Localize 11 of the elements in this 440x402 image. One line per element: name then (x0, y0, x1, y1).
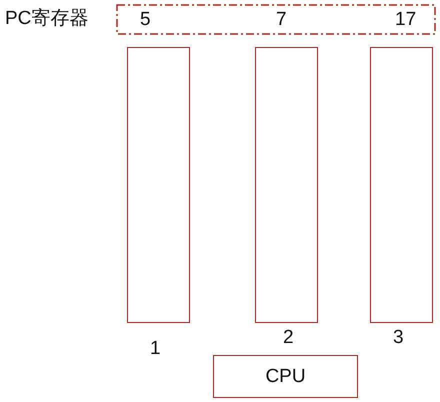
register-value: 7 (276, 9, 287, 31)
register-value: 17 (395, 9, 416, 31)
memory-bar (370, 47, 433, 323)
memory-bar (255, 47, 318, 323)
cpu-box: CPU (213, 355, 358, 398)
bar-number: 1 (150, 338, 161, 360)
bar-number: 3 (393, 327, 404, 349)
bar-number: 2 (283, 327, 294, 349)
memory-bar (127, 47, 190, 323)
register-label: PC寄存器 (5, 8, 88, 30)
register-value: 5 (140, 9, 151, 31)
